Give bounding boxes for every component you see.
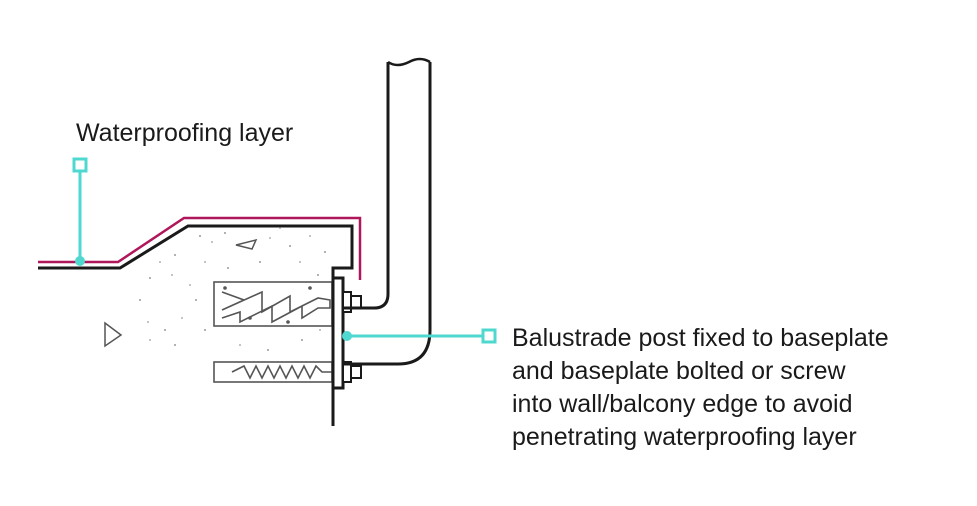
bolt-lower: [342, 361, 362, 383]
callout-line-3: into wall/balcony edge to avoid: [512, 390, 853, 418]
balcony-slab-outline: [38, 224, 354, 426]
waterproofing-leader: [72, 157, 88, 266]
concrete-aggregate-icon: [104, 238, 258, 348]
callout-line-2: and baseplate bolted or screw: [512, 357, 846, 385]
callout-line-4: penetrating waterproofing layer: [512, 423, 857, 451]
waterproofing-layer-label: Waterproofing layer: [76, 119, 294, 147]
screw-anchor-icon: [213, 361, 333, 383]
callout-line-1: Balustrade post fixed to baseplate: [512, 324, 889, 352]
post-leader: [342, 328, 497, 344]
balustrade-post-callout: Balustrade post fixed to baseplate and b…: [512, 322, 952, 454]
baseplate: [331, 276, 345, 390]
post-break-line: [387, 57, 431, 67]
wall-plug-anchor-icon: [213, 281, 333, 327]
balustrade-post: [343, 62, 432, 366]
concrete-speckle: [139, 227, 326, 351]
waterproofing-membrane: [38, 216, 362, 280]
bolt-upper: [342, 291, 362, 313]
